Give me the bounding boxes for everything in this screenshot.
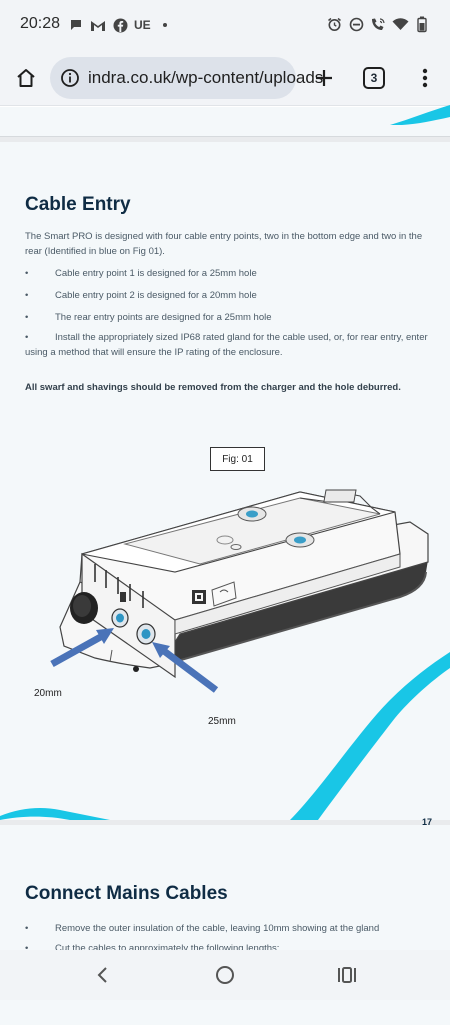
url-text[interactable]: indra.co.uk/wp-content/uploads [88, 68, 324, 87]
status-bar: 20:28 UE [0, 0, 450, 50]
recents-icon [338, 967, 356, 983]
facebook-icon [112, 17, 128, 33]
intro-paragraph: The Smart PRO is designed with four cabl… [25, 231, 423, 257]
bullet-item: • Remove the outer insulation of the cab… [25, 921, 430, 936]
page-number: 17 [421, 817, 432, 827]
wifi-call-icon [370, 16, 386, 32]
bullet-text: Install the appropriately sized IP68 rat… [25, 332, 428, 358]
alarm-icon [326, 16, 342, 32]
bullet-item: • Cable entry point 1 is designed for a … [25, 266, 430, 281]
pdf-viewer[interactable]: Cable Entry The Smart PRO is designed wi… [0, 105, 450, 1025]
chat-bubble-icon [68, 17, 84, 33]
callout-20mm: 20mm [34, 688, 62, 699]
browser-toolbar: indra.co.uk/wp-content/uploads 3 [0, 50, 450, 106]
bullet-dot: • [25, 290, 29, 301]
system-nav-bar [0, 950, 450, 1000]
status-time: 20:28 [20, 15, 61, 32]
home-button[interactable] [10, 62, 42, 94]
carrier-badge: UE [134, 18, 151, 32]
bullet-dot: • [25, 312, 29, 323]
bullet-item: • The rear entry points are designed for… [25, 310, 430, 325]
tab-count: 3 [363, 67, 385, 89]
plus-icon [316, 70, 332, 86]
bullet-dot: • [25, 268, 29, 279]
callout-25mm: 25mm [208, 716, 236, 727]
bullet-item: • Install the appropriately sized IP68 r… [25, 330, 430, 360]
bullet-text: Cut the cables to approximately the foll… [55, 943, 280, 954]
gmail-icon [90, 17, 106, 33]
dnd-icon [348, 16, 364, 32]
section-title: Cable Entry [25, 194, 131, 215]
battery-icon [414, 16, 430, 33]
next-section-title: Connect Mains Cables [25, 883, 228, 904]
bullet-item: • Cable entry point 2 is designed for a … [25, 288, 430, 303]
bullet-text: Remove the outer insulation of the cable… [55, 923, 380, 934]
warning-note: All swarf and shavings should be removed… [25, 382, 401, 393]
tab-switcher-button[interactable]: 3 [360, 64, 388, 92]
address-bar[interactable]: indra.co.uk/wp-content/uploads [50, 57, 323, 99]
decorative-swoosh [390, 105, 450, 125]
site-info-icon[interactable] [60, 68, 80, 88]
back-button[interactable] [88, 962, 118, 988]
page-17: Cable Entry The Smart PRO is designed wi… [0, 142, 450, 827]
wifi-icon [392, 16, 408, 32]
bullet-dot: • [25, 923, 29, 934]
bullet-dot: • [25, 943, 29, 954]
bullet-dot: • [25, 332, 29, 343]
more-notifications-dot [162, 23, 167, 27]
bullet-item: • Cut the cables to approximately the fo… [25, 941, 430, 956]
figure-label: Fig: 01 [210, 447, 265, 471]
system-icons [326, 16, 430, 33]
bullet-text: The rear entry points are designed for a… [55, 312, 272, 323]
more-vertical-icon [422, 68, 428, 88]
charger-illustration [50, 489, 429, 693]
circle-home-icon [216, 966, 234, 984]
chevron-left-icon [97, 967, 107, 983]
previous-page [0, 105, 450, 137]
new-tab-button[interactable] [308, 62, 340, 94]
home-nav-button[interactable] [210, 962, 240, 988]
decorative-swoosh [0, 652, 450, 820]
recents-button[interactable] [332, 962, 362, 988]
home-icon [17, 69, 35, 87]
browser-menu-button[interactable] [410, 62, 440, 94]
bullet-text: Cable entry point 1 is designed for a 25… [55, 268, 257, 279]
notification-icons: UE [68, 17, 167, 33]
bullet-text: Cable entry point 2 is designed for a 20… [55, 290, 257, 301]
